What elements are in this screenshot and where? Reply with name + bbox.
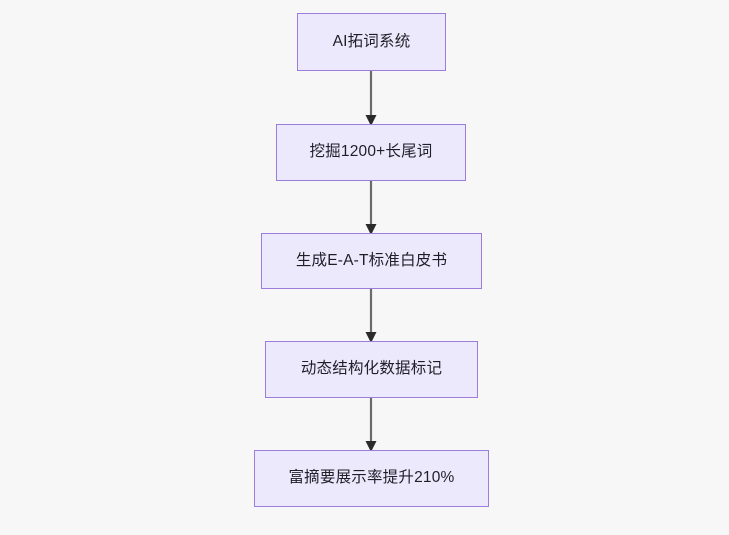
flow-node-dynamic-structured-data-markup[interactable]: 动态结构化数据标记: [265, 341, 478, 398]
flow-node-label: 挖掘1200+长尾词: [309, 143, 433, 161]
edge-connector-4: [365, 398, 377, 452]
flow-node-rich-snippet-impression-lift[interactable]: 富摘要展示率提升210%: [254, 450, 489, 507]
flow-node-label: 富摘要展示率提升210%: [288, 469, 455, 487]
edge-connector-1: [365, 71, 377, 126]
flow-node-ai-keyword-system[interactable]: AI拓词系统: [297, 13, 446, 71]
flow-node-label: 生成E-A-T标准白皮书: [295, 251, 448, 269]
flow-node-label: 动态结构化数据标记: [300, 360, 443, 378]
flow-node-label: AI拓词系统: [332, 32, 411, 50]
flow-node-generate-eat-whitepaper[interactable]: 生成E-A-T标准白皮书: [261, 233, 482, 289]
edge-connector-3: [365, 289, 377, 343]
edge-connector-2: [365, 181, 377, 235]
flow-node-mine-longtail-keywords[interactable]: 挖掘1200+长尾词: [276, 124, 466, 181]
